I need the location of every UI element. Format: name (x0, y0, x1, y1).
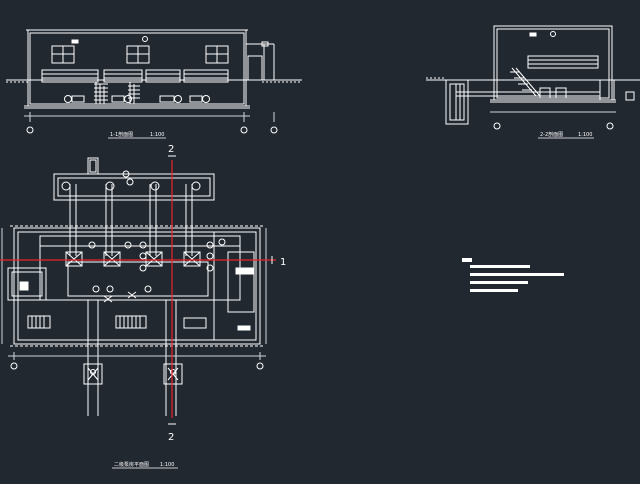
pumps-elevation (64, 95, 210, 103)
notes-heading-bar (462, 258, 472, 262)
outlet-pipes (83, 300, 183, 416)
notes-line-3 (470, 281, 528, 284)
section-cut-lines (0, 160, 276, 418)
lower-louvres (41, 69, 229, 83)
section-marker-top: 2 (168, 144, 174, 155)
section-1-1-title-group: 1-1剖面图 1:100 (108, 131, 166, 139)
plan-view (1, 157, 267, 416)
section-2-2-title-group: 2-2剖面图 1:100 (538, 131, 594, 139)
section-1-1 (6, 29, 302, 134)
section-1-1-scale: 1:100 (150, 132, 164, 138)
plan-title: 二级泵房平面图 (114, 461, 149, 468)
vertical-pipes (61, 170, 201, 256)
plan-title-group: 二级泵房平面图 1:100 (112, 461, 178, 469)
upper-windows (51, 45, 229, 64)
section-marker-right: 1 (280, 257, 286, 268)
section-1-1-title: 1-1剖面图 (110, 131, 133, 138)
notes-line-2 (470, 273, 564, 276)
notes-block (462, 258, 564, 292)
section-marker-bottom: 2 (168, 432, 174, 443)
section-2-2-scale: 1:100 (578, 132, 592, 138)
plan-scale: 1:100 (160, 462, 174, 468)
section-markers (168, 155, 273, 425)
pump-units (65, 241, 214, 272)
stairs (94, 82, 140, 104)
valves (92, 285, 152, 303)
notes-line-4 (470, 289, 518, 292)
section-2-2-title: 2-2剖面图 (540, 131, 563, 138)
notes-line-1 (470, 265, 530, 268)
section-2-2 (426, 25, 640, 130)
plan-stairs (27, 315, 207, 329)
